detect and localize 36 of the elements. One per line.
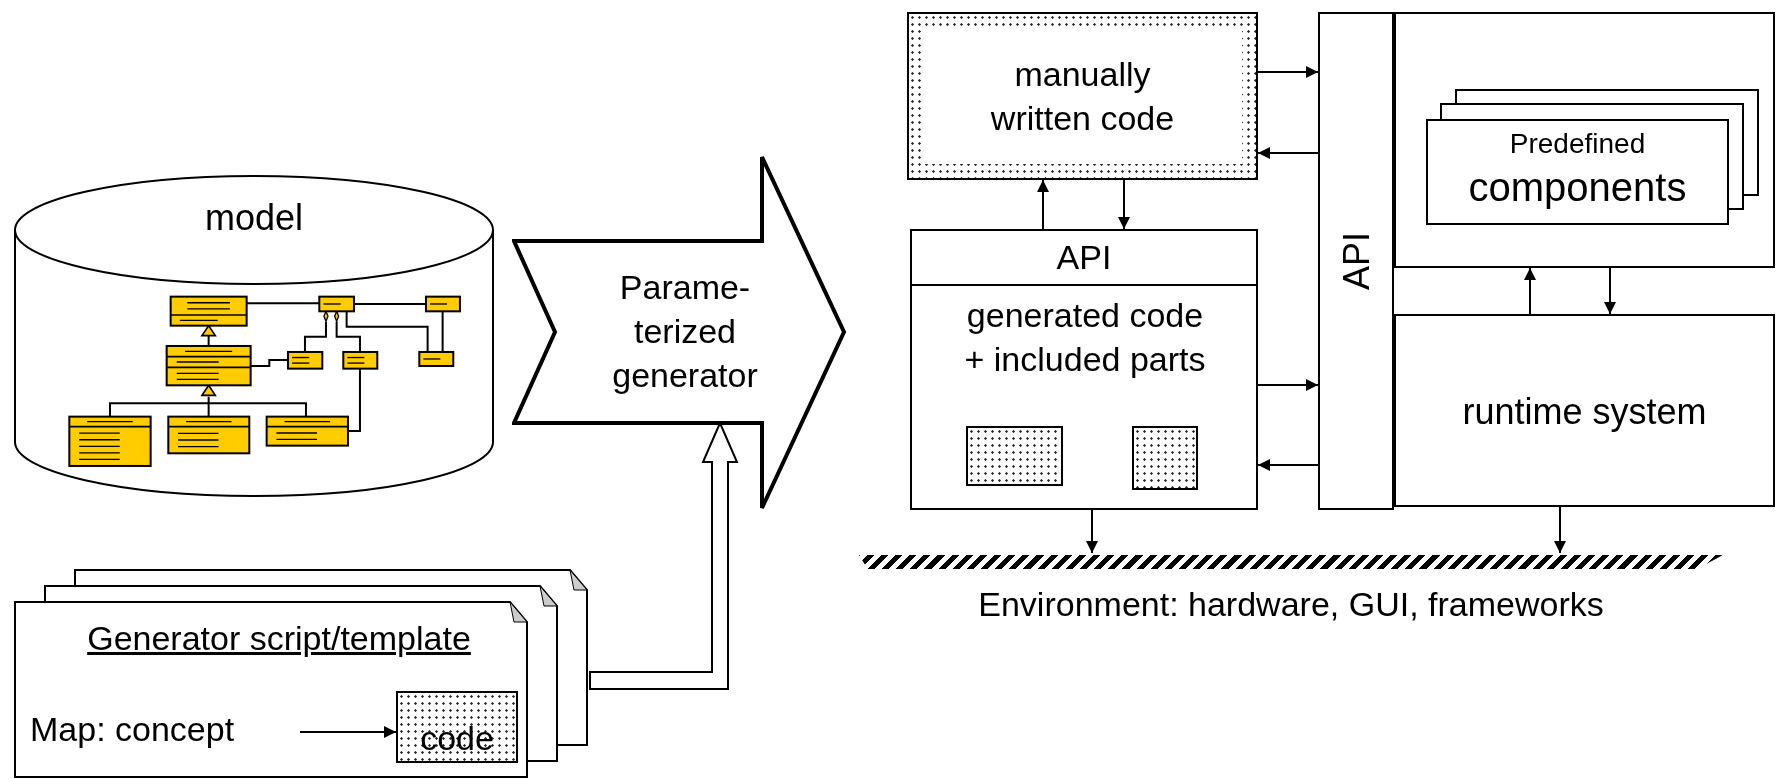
dotted-box: [396, 691, 518, 763]
node-label: model: [203, 196, 305, 240]
arrow: [1037, 179, 1049, 230]
arrow: [1257, 147, 1319, 159]
node-label: Predefined: [1508, 129, 1647, 160]
component-box: [1394, 12, 1775, 268]
node-label: Parame- terized generator: [611, 267, 759, 397]
node-label: Generator script/template: [86, 618, 472, 659]
node-label: runtime system: [1461, 389, 1708, 433]
arrow: [1118, 179, 1130, 230]
map-label: Map: concept: [30, 709, 236, 750]
node-label: code: [419, 717, 495, 759]
api-header: API: [912, 231, 1256, 286]
api-bar: [1318, 12, 1394, 510]
arrow: [1554, 506, 1566, 554]
arrow: [1257, 66, 1319, 78]
arrow: [1257, 379, 1319, 391]
node-label: Environment: hardware, GUI, frameworks: [977, 584, 1605, 625]
database-cylinder: [14, 175, 494, 497]
component-box: [1394, 314, 1775, 507]
node-label: manually written code: [923, 28, 1242, 164]
code-box: [910, 229, 1258, 510]
arrow: [1086, 509, 1098, 554]
dotted-box: [966, 426, 1063, 486]
hollow-arrow: [589, 420, 739, 690]
dotted-box: [1132, 426, 1198, 490]
arrow: [1604, 267, 1616, 315]
arrow: [299, 726, 397, 738]
code-box: [907, 12, 1258, 180]
generator-arrow-shape: [512, 153, 847, 512]
arrow: [1524, 267, 1536, 315]
node-label: API: [1334, 232, 1378, 290]
arrow: [1257, 459, 1319, 471]
node-label: components: [1467, 165, 1688, 209]
document-stack: [1426, 89, 1759, 225]
node-label: generated code + included parts: [963, 295, 1207, 381]
